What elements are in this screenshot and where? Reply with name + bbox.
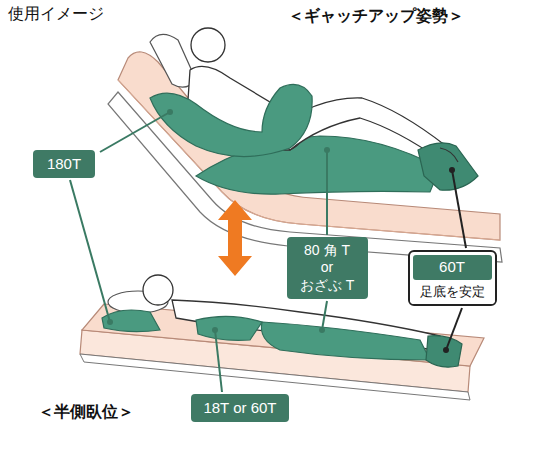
leader-line: [70, 180, 110, 322]
side-cushion: [196, 316, 262, 340]
person-head: [143, 275, 173, 305]
person-head: [191, 28, 225, 62]
leader-line: [452, 170, 466, 248]
leader-line: [100, 112, 170, 152]
leg-cushion: [261, 322, 430, 360]
foot-cushion: [426, 336, 462, 367]
leader-dot: [167, 109, 173, 115]
foot: [440, 148, 458, 162]
back-cushion: [150, 84, 312, 156]
leader-line: [446, 308, 462, 350]
product-name: 80 角 T or おざぶ T: [287, 237, 368, 300]
posture-heading: ＜ギャッチアップ姿勢＞: [288, 6, 464, 27]
callout-box: 18T or 60T: [191, 394, 288, 423]
posture-heading: ＜半側臥位＞: [38, 402, 134, 423]
leader-dots: [107, 109, 455, 353]
leader-dot: [443, 347, 449, 353]
leader-dot: [324, 147, 330, 153]
callout-box: 180T: [33, 150, 95, 179]
back-cushion: [102, 310, 160, 332]
callout-box: 60T足底を安定: [408, 250, 497, 306]
image-caption: 使用イメージ: [8, 4, 104, 25]
product-name: 18T or 60T: [191, 394, 288, 423]
mattress-edge: [118, 80, 500, 240]
foot-cushion: [418, 143, 478, 190]
leader-line: [322, 301, 327, 330]
product-name: 180T: [33, 150, 95, 179]
leader-lines: [70, 112, 466, 392]
transition-arrow: [218, 200, 252, 276]
leader-dot: [449, 167, 455, 173]
leader-dot: [319, 327, 325, 333]
leader-dot: [212, 327, 218, 333]
leader-line: [326, 150, 328, 235]
callout-box: 80 角 T or おざぶ T: [287, 237, 368, 300]
leader-dot: [107, 319, 113, 325]
product-name: 60T: [413, 255, 492, 280]
leader-line: [215, 330, 222, 392]
usage-note: 足底を安定: [410, 280, 495, 304]
